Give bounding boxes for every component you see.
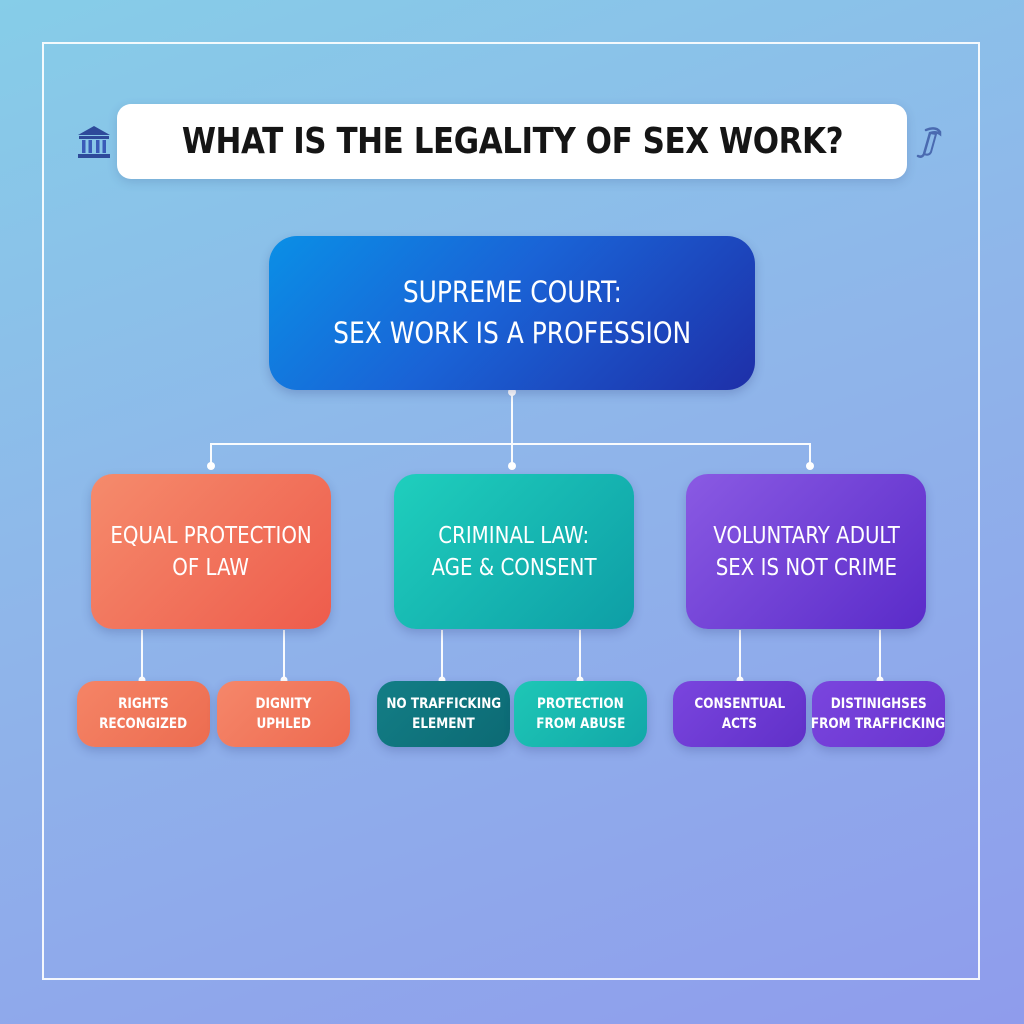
leaf-node-consensual-acts: CONSENTUAL ACTS	[673, 681, 806, 747]
leaf-2-line-2: UPHLED	[256, 716, 311, 732]
root-line-1: SUPREME COURT:	[402, 275, 622, 309]
branch-2-line-2: AGE & CONSENT	[431, 554, 597, 581]
leaf-6-line-2: FROM TRAFFICKING	[811, 716, 946, 732]
title-banner: WHAT IS THE LEGALITY OF SEX WORK?	[77, 104, 942, 179]
courthouse-icon	[74, 122, 114, 162]
leaf-1-line-1: RIGHTS	[118, 696, 169, 712]
branch-node-criminal-law: CRIMINAL LAW: AGE & CONSENT	[394, 474, 634, 629]
leaf-node-rights-recognized: RIGHTS RECONGIZED	[77, 681, 210, 747]
branch-2-line-1: CRIMINAL LAW:	[438, 522, 590, 549]
leaf-node-no-trafficking: NO TRAFFICKING ELEMENT	[377, 681, 510, 747]
leaf-node-protection-from-abuse: PROTECTION FROM ABUSE	[514, 681, 647, 747]
leaf-6-line-1: DISTINIGHSES	[830, 696, 927, 712]
branch-1-line-1: EQUAL PROTECTION	[110, 522, 312, 549]
leaf-3-line-1: NO TRAFFICKING	[386, 696, 501, 712]
leaf-node-dignity-upheld: DIGNITY UPHLED	[217, 681, 350, 747]
root-line-2: SEX WORK IS A PROFESSION	[332, 316, 691, 350]
outer-frame	[42, 42, 980, 980]
branch-node-voluntary-adult: VOLUNTARY ADULT SEX IS NOT CRIME	[686, 474, 926, 629]
branch-3-line-2: SEX IS NOT CRIME	[715, 554, 897, 581]
leaf-4-line-2: FROM ABUSE	[535, 716, 626, 732]
leaf-4-line-1: PROTECTION	[537, 696, 624, 712]
leaf-5-line-1: CONSENTUAL	[694, 696, 785, 712]
root-node-supreme-court: SUPREME COURT: SEX WORK IS A PROFESSION	[269, 236, 755, 390]
leaf-3-line-2: ELEMENT	[412, 716, 475, 732]
leaf-5-line-2: ACTS	[721, 716, 758, 732]
branch-1-line-2: OF LAW	[172, 554, 250, 581]
leaf-2-line-1: DIGNITY	[255, 696, 312, 712]
branch-3-line-1: VOLUNTARY ADULT	[712, 522, 900, 549]
page-title: WHAT IS THE LEGALITY OF SEX WORK?	[181, 121, 843, 162]
scroll-icon	[910, 122, 950, 162]
leaf-node-distinguishes-from-trafficking: DISTINIGHSES FROM TRAFFICKING	[811, 681, 946, 747]
leaf-1-line-2: RECONGIZED	[99, 716, 188, 732]
branch-node-equal-protection: EQUAL PROTECTION OF LAW	[91, 474, 331, 629]
